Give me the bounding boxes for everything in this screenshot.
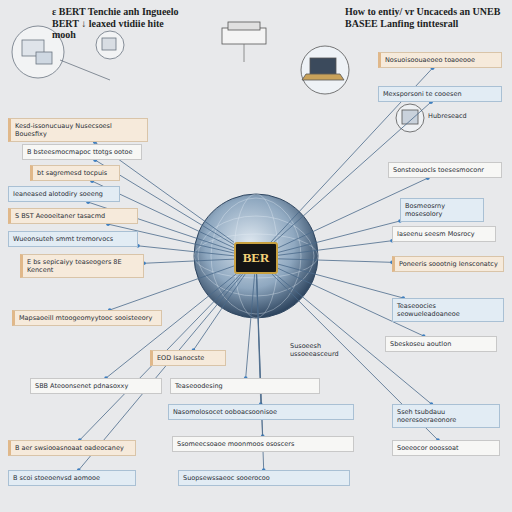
connector [278,264,405,300]
box-text: B bsteesmocmapoc ttotgs ootoe [27,148,137,156]
info-box: S BST Aeooeitaner tasacmd [8,208,138,224]
box-text: bt sagremesd tocpuis [37,169,115,177]
info-box: Soeeocor ooossoat [392,440,500,456]
diagram-title: ε BERT Tenchie anh Ingueelo BERT ↓ leaxe… [52,6,182,41]
info-box: Ssomeecsoaoe moonmoos ososcers [172,436,354,452]
info-box: Kesd-issonucuauy Nusecsoesl Bouesfixy [8,118,148,142]
connector-line [144,259,234,263]
box-text: Nosuoisoouaeoeo toaoeooe [385,56,497,64]
connector [278,259,394,264]
info-box: Sseh tsubdauu noeresoeraeonore [392,404,500,428]
printer-icon [222,22,266,62]
info-box: SBB Ateoonsenet pdnasoxxy [30,378,162,394]
info-box: B aer swsiooasnoaat oadeocaney [8,440,136,456]
box-text: SBB Ateoonsenet pdnasoxxy [35,382,157,390]
connector-line [246,274,255,378]
connector-line [193,274,245,350]
info-box: Suopsewssaeoc sooerocoo [178,470,350,486]
box-text: Sbeskoseu aoutlon [390,340,492,348]
box-text: Bosmeosrny mosesolory [405,202,479,218]
info-box: Iaseenu seesm Mosrocy [392,226,496,242]
connector [142,259,234,265]
connector [104,274,236,380]
globe-mesh [194,194,318,318]
box-text: B scoi stoeoenvsd aomooe [13,474,131,482]
info-box: Mexsporsoni te cooesen [378,86,502,102]
box-text: B aer swsiooasnoaat oadeocaney [15,444,131,452]
box-text: Sonsteouocls toesesmoconr [393,166,497,174]
laptop-icon [301,46,349,94]
info-box: Poneeris soootnig Iensconatcy [392,256,504,272]
note-label: How to entiy/ vr Uncaceds an UNEB BASEE … [345,6,505,29]
connector-line [278,241,392,256]
box-text: BER [240,250,272,266]
connector [278,239,394,255]
server-icon [396,104,424,132]
connector [192,274,245,352]
info-box: Sbeskoseu aoutlon [385,336,497,352]
core-chip: BER [234,242,278,274]
box-text: Teaseoodesing [175,382,315,390]
connector-line [278,264,403,298]
info-box: Teaseoodesing [170,378,320,394]
box-text: Iaseenu seesm Mosrocy [397,230,491,238]
info-box: Wueonsuteh smmt tremorvocs [8,231,138,247]
box-text: Mexsporsoni te cooesen [383,90,497,98]
box-text: Ieaneased alotodiry soeeng [13,190,115,198]
box-text: E bs sepicaiyy teaseogers 8E Kencent [27,258,139,274]
connector [244,274,255,380]
box-text: Mapsaoeill mtoogeomyytooc sooisteeory [19,314,157,322]
box-text: Suopsewssaeoc sooerocoo [183,474,345,482]
connector [136,244,234,256]
box-text: Soeeocor ooossoat [397,444,495,452]
box-text: Nasomolosocet ooboacsoonisoe [173,408,349,416]
box-text: S BST Aeooeitaner tasacmd [15,212,133,220]
info-box: Bosmeosrny mosesolory [400,198,484,222]
box-text: Teaseoocies seowueleadoaneoe [397,302,499,318]
globe [194,194,318,318]
info-box: bt sagremesd tocpuis [30,165,120,181]
box-text: Ssomeecsoaoe moonmoos ososcers [177,440,349,448]
info-box: Sonsteouocls toesesmoconr [388,162,502,178]
connector-line [138,246,234,256]
info-box: B scoi stoeoenvsd aomooe [8,470,136,486]
box-text: Sseh tsubdauu noeresoeraeonore [397,408,495,424]
note-label: Hubreseacd [428,112,498,120]
info-box: EOD Isanocste [150,350,226,366]
info-box: Ieaneased alotodiry soeeng [8,186,120,202]
info-box: Teaseoocies seowueleadoaneoe [392,298,504,322]
connector-line [278,259,392,263]
box-text: Poneeris soootnig Iensconatcy [399,260,499,268]
box-text: Kesd-issonucuauy Nusecsoesl Bouesfixy [15,122,143,138]
connector-line [106,274,236,378]
box-text: Wueonsuteh smmt tremorvocs [13,235,133,243]
box-text: EOD Isanocste [157,354,221,362]
info-box: Mapsaoeill mtoogeomyytooc sooisteeory [12,310,162,326]
info-box: B bsteesmocmapoc ttotgs ootoe [22,144,142,160]
info-box: E bs sepicaiyy teaseogers 8E Kencent [20,254,144,278]
info-box: Nosuoisoouaeoeo toaoeooe [378,52,502,68]
info-box: Nasomolosocet ooboacsoonisoe [168,404,354,420]
note-label: Susoeesh ussoeeasceurd [290,342,370,358]
